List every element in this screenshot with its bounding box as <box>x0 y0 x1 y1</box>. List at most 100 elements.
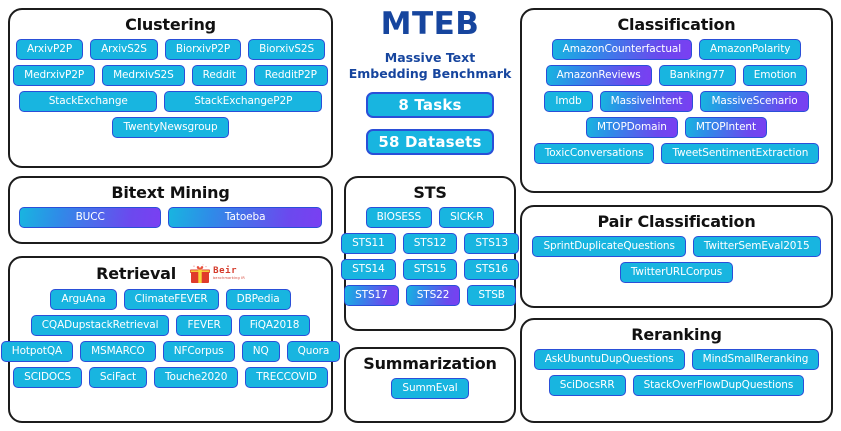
dataset-chip[interactable]: MSMARCO <box>80 341 156 362</box>
panel-title-bitext-mining: Bitext Mining <box>111 183 230 202</box>
panel-pair-classification: Pair Classification SprintDuplicateQuest… <box>520 205 833 308</box>
dataset-chip[interactable]: BUCC <box>19 206 162 228</box>
chip-row: SCIDOCS SciFact Touche2020 TRECCOVID <box>13 367 328 388</box>
chip-row: SummEval <box>355 377 505 399</box>
chip-row: TwentyNewsgroup <box>19 116 322 138</box>
dataset-chip[interactable]: STS11 <box>341 232 396 254</box>
dataset-chip[interactable]: STS13 <box>464 232 519 254</box>
dataset-chip[interactable]: AskUbuntuDupQuestions <box>533 348 685 370</box>
dataset-chip[interactable]: MedrxivS2S <box>102 64 185 86</box>
dataset-chip[interactable]: SICK-R <box>439 206 495 228</box>
dataset-chip[interactable]: SciDocsRR <box>548 374 626 396</box>
dataset-chip[interactable]: SCIDOCS <box>13 367 82 388</box>
dataset-chip[interactable]: STS22 <box>405 284 461 306</box>
chip-row: AmazonCounterfactual AmazonPolarity <box>531 38 822 60</box>
mteb-subtitle-line1: Massive Text <box>384 50 476 65</box>
beir-tagline: benchmarking IR <box>213 276 245 281</box>
dataset-chip[interactable]: MTOPDomain <box>586 116 678 138</box>
stat-datasets: 58 Datasets <box>366 129 494 156</box>
dataset-chip[interactable]: DBPedia <box>225 289 291 310</box>
dataset-chip[interactable]: MTOPIntent <box>684 116 767 138</box>
dataset-chip[interactable]: FiQA2018 <box>238 315 311 336</box>
dataset-chip[interactable]: MedrxivP2P <box>13 64 96 86</box>
dataset-chip[interactable]: Touche2020 <box>153 367 239 388</box>
dataset-chip[interactable]: AmazonCounterfactual <box>551 38 693 60</box>
panel-title-sts: STS <box>413 183 447 202</box>
dataset-chip[interactable]: CQADupstackRetrieval <box>30 315 170 336</box>
gift-box-icon <box>190 264 211 284</box>
dataset-chip[interactable]: STS14 <box>341 258 396 280</box>
chip-row: ToxicConversations TweetSentimentExtracti… <box>531 142 822 164</box>
dataset-chip[interactable]: AmazonReviews <box>545 64 652 86</box>
dataset-chip[interactable]: ArguAna <box>50 289 117 310</box>
chip-row: StackExchange StackExchangeP2P <box>19 90 323 112</box>
chip-rows-bitext-mining: BUCC Tatoeba <box>19 206 323 228</box>
chip-row: SciDocsRR StackOverFlowDupQuestions <box>531 374 822 396</box>
chip-row: MedrxivP2P MedrxivS2S Reddit RedditP2P <box>13 64 328 86</box>
chip-rows-clustering: ArxivP2P ArxivS2S BiorxivP2P BiorxivS2S Medr… <box>13 38 328 138</box>
chip-row: SprintDuplicateQuestions TwitterSemEval20… <box>531 235 822 257</box>
dataset-chip[interactable]: HotpotQA <box>0 341 74 362</box>
chip-row: TwitterURLCorpus <box>531 261 822 283</box>
dataset-chip[interactable]: NFCorpus <box>162 341 235 362</box>
dataset-chip[interactable]: SprintDuplicateQuestions <box>532 235 686 257</box>
dataset-chip[interactable]: SummEval <box>391 377 469 399</box>
dataset-chip[interactable]: ArxivP2P <box>15 38 84 60</box>
dataset-chip[interactable]: AmazonPolarity <box>699 38 802 60</box>
dataset-chip[interactable]: TwitterSemEval2015 <box>692 235 821 257</box>
chip-row: Imdb MassiveIntent MassiveScenario <box>531 90 822 112</box>
dataset-chip[interactable]: Emotion <box>742 64 808 86</box>
dataset-chip[interactable]: NQ <box>241 341 280 362</box>
dataset-chip[interactable]: STS17 <box>344 284 399 306</box>
dataset-chip[interactable]: MassiveIntent <box>599 90 694 112</box>
dataset-chip[interactable]: Banking77 <box>658 64 736 86</box>
panel-title-summarization: Summarization <box>363 354 497 373</box>
dataset-chip[interactable]: StackExchange <box>19 90 158 112</box>
dataset-chip[interactable]: BiorxivP2P <box>164 38 242 60</box>
panel-bitext-mining: Bitext Mining BUCC Tatoeba <box>8 176 333 244</box>
dataset-chip[interactable]: TwentyNewsgroup <box>112 116 229 138</box>
mteb-logo: MTEB <box>380 6 480 42</box>
chip-row: ArguAna ClimateFEVER DBPedia <box>19 289 322 310</box>
dataset-chip[interactable]: StackExchangeP2P <box>164 90 323 112</box>
chip-row: AskUbuntuDupQuestions MindSmallReranking <box>531 348 822 370</box>
dataset-chip[interactable]: FEVER <box>176 315 232 336</box>
dataset-chip[interactable]: MassiveScenario <box>700 90 809 112</box>
panel-title-retrieval: Retrieval <box>96 264 177 284</box>
chip-row: BUCC Tatoeba <box>19 206 323 228</box>
dataset-chip[interactable]: STS15 <box>402 258 458 280</box>
dataset-chip[interactable]: StackOverFlowDupQuestions <box>632 374 805 396</box>
chip-row: BIOSESS SICK-R <box>355 206 505 228</box>
dataset-chip[interactable]: SciFact <box>88 367 147 388</box>
dataset-chip[interactable]: TwitterURLCorpus <box>619 261 734 283</box>
dataset-chip[interactable]: Tatoeba <box>168 206 323 228</box>
dataset-chip[interactable]: RedditP2P <box>253 64 328 86</box>
chip-row: STS17 STS22 STSB <box>344 284 516 306</box>
dataset-chip[interactable]: BiorxivS2S <box>248 38 326 60</box>
dataset-chip[interactable]: ArxivS2S <box>90 38 158 60</box>
dataset-chip[interactable]: Quora <box>286 341 341 362</box>
dataset-chip[interactable]: ToxicConversations <box>533 142 655 164</box>
panel-header-retrieval: Retrieval Beir <box>96 264 245 284</box>
chip-row: STS11 STS12 STS13 <box>341 232 519 254</box>
chip-rows-pair-classification: SprintDuplicateQuestions TwitterSemEval20… <box>531 235 822 283</box>
dataset-chip[interactable]: STS16 <box>464 258 519 280</box>
dataset-chip[interactable]: STS12 <box>402 232 458 254</box>
dataset-chip[interactable]: ClimateFEVER <box>123 289 219 310</box>
dataset-chip[interactable]: BIOSESS <box>365 206 433 228</box>
chip-row: CQADupstackRetrieval FEVER FiQA2018 <box>19 315 322 336</box>
dataset-chip[interactable]: TweetSentimentExtraction <box>661 142 820 164</box>
dataset-chip[interactable]: Imdb <box>544 90 593 112</box>
dataset-chip[interactable]: STSB <box>467 284 516 306</box>
dataset-chip[interactable]: MindSmallReranking <box>691 348 820 370</box>
chip-row: AmazonReviews Banking77 Emotion <box>531 64 822 86</box>
dataset-chip[interactable]: TRECCOVID <box>245 367 328 388</box>
dataset-chip[interactable]: Reddit <box>191 64 247 86</box>
